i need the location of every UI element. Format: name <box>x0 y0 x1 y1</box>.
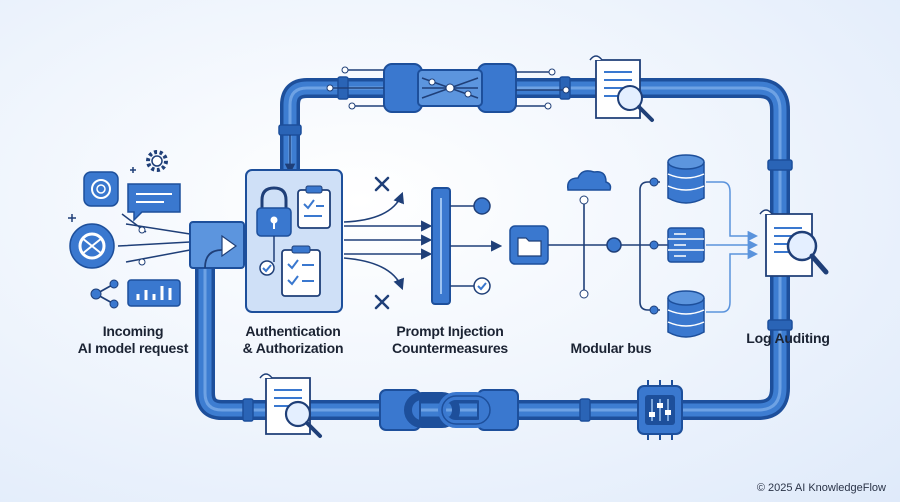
auth-panel <box>245 169 343 313</box>
bar-chart-icon <box>127 279 181 307</box>
log-auditing-label: Log Auditing <box>746 330 830 346</box>
prompt-filter-icon <box>431 187 503 305</box>
chain-link-icon <box>379 389 519 431</box>
cloud-icon <box>566 170 612 191</box>
database-icon <box>667 290 705 338</box>
modular-bus <box>509 154 759 338</box>
x-mark-icon <box>374 176 390 310</box>
clipboard-checklist-icon <box>281 245 321 297</box>
chatgpt-logo-icon <box>83 171 119 207</box>
auth-label: Authentication & Authorization <box>218 323 368 357</box>
database-icon <box>667 154 705 204</box>
gear-icon <box>146 150 168 172</box>
server-icon <box>667 227 705 263</box>
equalizer-icon <box>637 380 683 440</box>
padlock-icon <box>256 186 292 237</box>
network-nodes-icon <box>90 279 119 309</box>
circuit-connector-icon <box>326 63 570 113</box>
entry-gate-icon <box>189 221 245 269</box>
incoming-label-line1: Incoming <box>102 323 164 339</box>
chat-bubble-icon <box>127 183 181 222</box>
auth-label-line1: Authentication <box>245 323 341 339</box>
plus-icon <box>68 167 136 222</box>
auth-label-line2: & Authorization <box>242 340 344 356</box>
incoming-request-label: Incoming AI model request <box>58 323 208 357</box>
prompt-label-line1: Prompt Injection <box>396 323 504 339</box>
copyright-footer: © 2025 AI KnowledgeFlow <box>756 482 886 494</box>
modular-bus-label: Modular bus <box>570 340 652 356</box>
incoming-request-group <box>68 150 191 309</box>
clipboard-checklist-icon <box>297 185 331 229</box>
prompt-injection-label: Prompt Injection Countermeasures <box>370 323 530 357</box>
prompt-label-line2: Countermeasures <box>391 340 509 356</box>
folder-icon <box>509 225 549 265</box>
document-search-icon <box>589 55 654 122</box>
document-search-icon <box>759 209 829 277</box>
check-icon <box>259 260 275 276</box>
incoming-label-line2: AI model request <box>77 340 189 356</box>
chatgpt-logo-icon <box>69 223 115 269</box>
flow-arrows <box>343 191 433 291</box>
document-search-icon <box>259 373 322 438</box>
